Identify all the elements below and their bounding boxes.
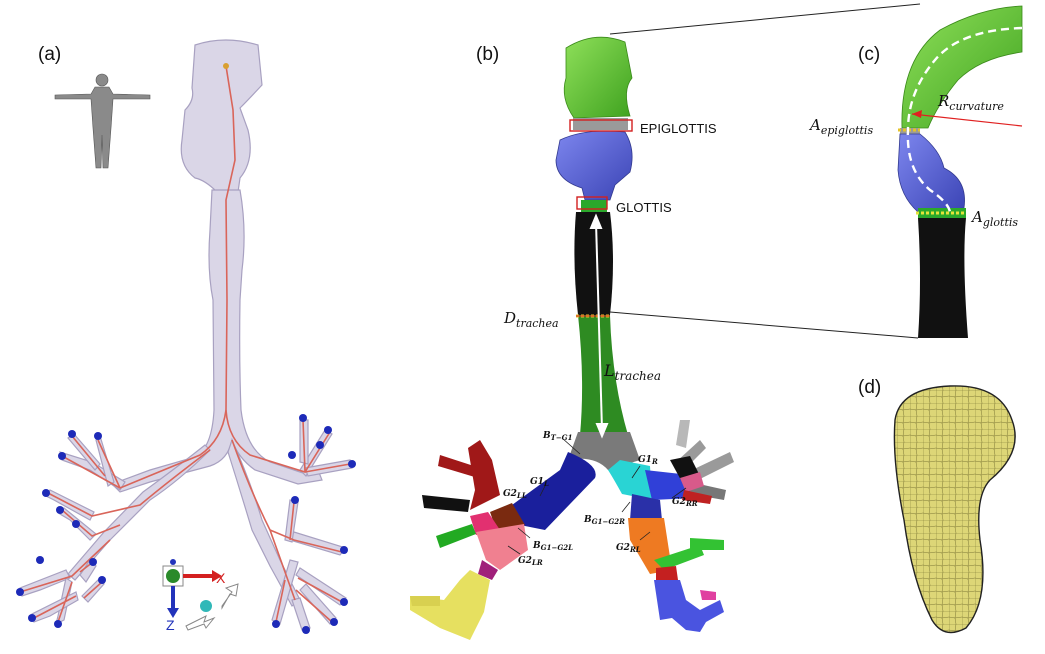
right-main-bronchus xyxy=(608,460,652,500)
panel-c: (c) Rcurvature Aepiglottis Aglottis xyxy=(808,6,1022,338)
x-axis-label: X xyxy=(216,570,226,586)
panel-a: (a) xyxy=(16,40,356,634)
g2-lr-label: G2LR xyxy=(518,556,543,567)
panel-label-a: (a) xyxy=(38,44,61,65)
glottis-band xyxy=(581,200,607,212)
a-epiglottis-label: Aepiglottis xyxy=(808,116,873,137)
g2-rr-label: G2RR xyxy=(672,497,698,508)
zoom-trachea xyxy=(918,218,968,338)
g2-rl-label: G2RL xyxy=(616,543,641,554)
bg1-g2l-label: BG1−G2L xyxy=(532,541,573,552)
panel-b: (b) xyxy=(410,37,734,640)
axis-triad: X Z xyxy=(163,559,238,633)
human-figure-icon xyxy=(55,74,150,168)
panel-label-c: (c) xyxy=(858,44,880,65)
d-trachea-label: Dtrachea xyxy=(503,309,559,330)
g1-r-label: G1R xyxy=(638,455,658,466)
a-glottis-label: Aglottis xyxy=(970,208,1018,229)
epiglottis-label: EPIGLOTTIS xyxy=(640,121,717,136)
bt-g1-label: BT−G1 xyxy=(542,431,573,442)
g1-l-label: G1L xyxy=(530,477,549,488)
cross-section-mesh xyxy=(894,386,1015,633)
glottis-label: GLOTTIS xyxy=(616,200,672,215)
g2-ll-label: G2LL xyxy=(503,489,527,500)
zoom-line-bottom xyxy=(610,312,918,338)
bg1-g2r-label: BG1−G2R xyxy=(583,515,625,526)
oral-cavity xyxy=(564,37,632,118)
panel-label-b: (b) xyxy=(476,44,499,65)
zoom-line-top xyxy=(610,4,920,34)
panel-d: (d) xyxy=(858,377,1015,633)
pharynx xyxy=(556,131,632,200)
z-axis-label: Z xyxy=(166,617,175,633)
panel-label-d: (d) xyxy=(858,377,881,398)
l-trachea-label: Ltrachea xyxy=(603,361,661,383)
r-curvature-label: Rcurvature xyxy=(937,92,1004,113)
